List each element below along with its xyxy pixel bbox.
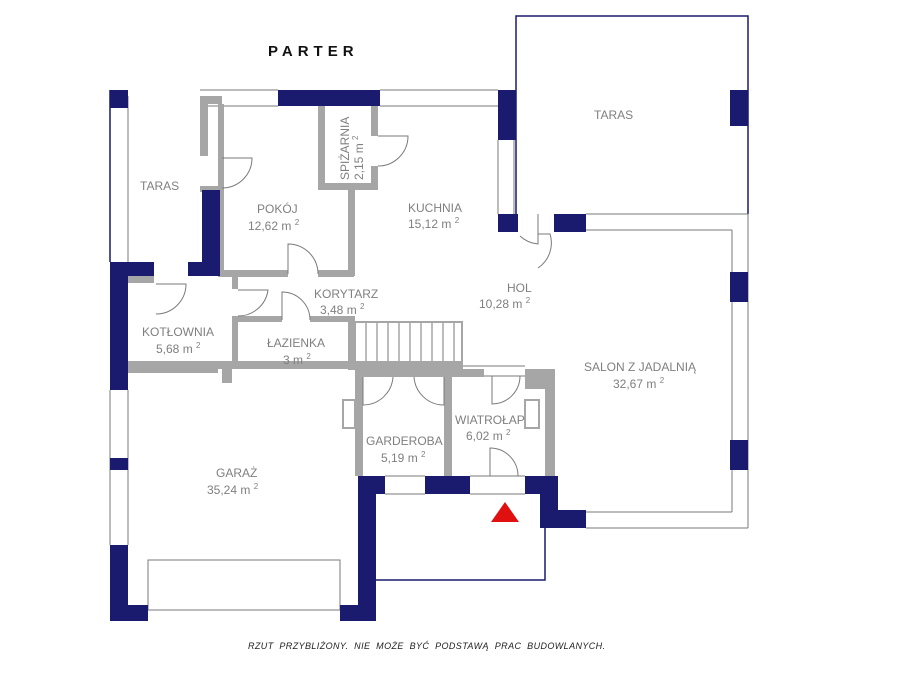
disclaimer-footer: RZUT PRZYBLIŻONY. NIE MOŻE BYĆ PODSTAWĄ …	[248, 641, 605, 651]
door-swings	[155, 135, 552, 477]
room-name-garderoba: GARDEROBA	[366, 434, 443, 448]
room-area-garaz: 35,24 m 2	[207, 482, 259, 497]
room-area-salon: 32,67 m 2	[613, 376, 665, 391]
room-name-kotlownia: KOTŁOWNIA	[142, 325, 214, 339]
window-lines	[109, 89, 749, 611]
inner-walls	[128, 96, 555, 476]
room-name-hol: HOL	[507, 281, 532, 295]
stairs	[365, 323, 455, 365]
room-area-spizarnia: 2,15 m 2	[351, 135, 366, 180]
room-area-wiatrolap: 6,02 m 2	[466, 428, 511, 443]
room-area-kuchnia: 15,12 m 2	[408, 216, 460, 231]
room-spizarnia: SPIŻARNIA 2,15 m 2	[338, 117, 366, 180]
room-name-korytarz: KORYTARZ	[314, 287, 378, 301]
room-name-kuchnia: KUCHNIA	[408, 201, 462, 215]
room-area-garderoba: 5,19 m 2	[381, 450, 426, 465]
room-area-kotlownia: 5,68 m 2	[156, 341, 201, 356]
plan-title: PARTER	[268, 43, 359, 60]
room-area-lazienka: 3 m 2	[283, 352, 311, 367]
room-area-hol: 10,28 m 2	[479, 296, 531, 311]
room-name-pokoj: POKÓJ	[257, 201, 298, 216]
room-name-taras-left: TARAS	[140, 179, 179, 193]
room-name-wiatrolap: WIATROŁAP	[455, 413, 525, 427]
room-name-garaz: GARAŻ	[216, 466, 257, 480]
room-name-spizarnia: SPIŻARNIA	[338, 117, 352, 180]
room-area-pokoj: 12,62 m 2	[248, 218, 300, 233]
outer-walls	[110, 90, 748, 621]
room-name-lazienka: ŁAZIENKA	[267, 336, 325, 350]
room-name-salon: SALON Z JADALNIĄ	[584, 360, 697, 374]
entrance-marker-icon	[491, 502, 519, 522]
room-area-korytarz: 3,48 m 2	[320, 302, 365, 317]
room-name-taras-right: TARAS	[594, 108, 633, 122]
